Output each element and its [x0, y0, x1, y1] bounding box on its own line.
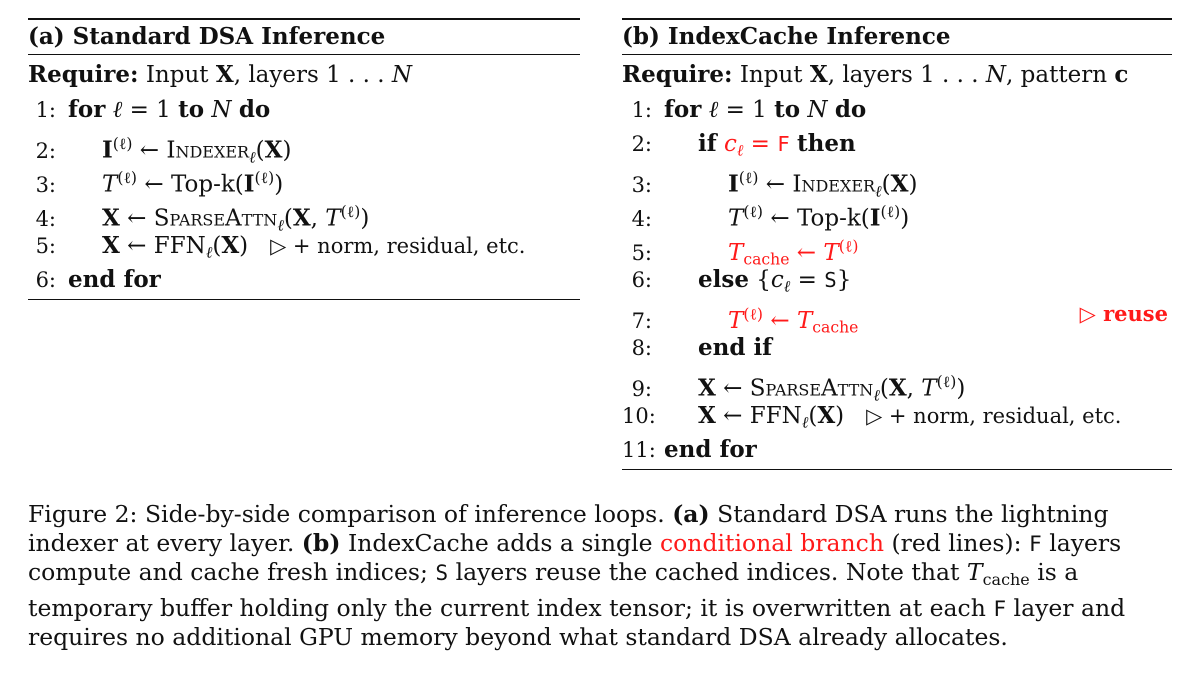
- algo-line: 1:for ℓ = 1 to N do: [631, 96, 867, 123]
- algo-line: 9:X ← SparseAttnℓ(X, T(ℓ)): [631, 372, 966, 405]
- panel-indexcache: (b) IndexCache Inference Require: Input …: [622, 18, 1172, 470]
- algorithm-body: Require: Input X, layers 1 . . . N, patt…: [622, 55, 1172, 467]
- algorithm-body: Require: Input X, layers 1 . . . N 1:for…: [28, 55, 580, 297]
- algo-line-red: 7:T(ℓ) ← Tcache ▷ reuse: [622, 297, 1172, 336]
- algo-line: 6:else {cℓ = S}: [631, 266, 852, 296]
- panel-standard-dsa: (a) Standard DSA Inference Require: Inpu…: [28, 18, 580, 300]
- algo-line: 2:if cℓ = F then: [631, 130, 856, 160]
- figure-caption: Figure 2: Side-by-side comparison of inf…: [28, 500, 1173, 652]
- algo-line: 3:T(ℓ) ← Top-k(I(ℓ)): [35, 168, 284, 198]
- algo-line: 3:I(ℓ) ← Indexerℓ(X): [631, 168, 918, 201]
- algo-line: 4:X ← SparseAttnℓ(X, T(ℓ)): [35, 202, 370, 235]
- algo-line: 11:end for: [622, 436, 757, 463]
- algo-line: 4:T(ℓ) ← Top-k(I(ℓ)): [631, 202, 910, 232]
- mid-rule: [622, 54, 1172, 55]
- mid-rule: [28, 54, 580, 55]
- panel-title: (a) Standard DSA Inference: [28, 23, 386, 50]
- algo-line-red: 5:Tcache ← T(ℓ): [631, 236, 859, 269]
- algo-line: 8:end if: [631, 334, 773, 361]
- algo-line: 2:I(ℓ) ← Indexerℓ(X): [35, 134, 292, 167]
- top-rule: [622, 18, 1172, 20]
- panel-title: (b) IndexCache Inference: [622, 23, 951, 50]
- algo-line: 6:end for: [35, 266, 161, 293]
- caption-line: compute and cache fresh indices; S layer…: [28, 558, 1079, 589]
- algo-line: 1:for ℓ = 1 to N do: [35, 96, 271, 123]
- caption-line: Figure 2: Side-by-side comparison of inf…: [28, 500, 1109, 528]
- caption-line: requires no additional GPU memory beyond…: [28, 622, 1008, 651]
- comment: ▷ + norm, residual, etc.: [866, 404, 1122, 428]
- algo-line: 5:X ← FFNℓ(X) ▷ + norm, residual, etc.: [35, 232, 526, 262]
- bottom-rule: [28, 299, 580, 300]
- top-rule: [28, 18, 580, 20]
- require-line: Require: Input X, layers 1 . . . N: [28, 61, 413, 88]
- bottom-rule: [622, 469, 1172, 470]
- algo-line: 10:X ← FFNℓ(X) ▷ + norm, residual, etc.: [622, 402, 1122, 432]
- require-line: Require: Input X, layers 1 . . . N, patt…: [622, 61, 1129, 88]
- caption-line: temporary buffer holding only the curren…: [28, 593, 1126, 622]
- comment: ▷ reuse: [1079, 301, 1168, 326]
- caption-line: indexer at every layer. (b) IndexCache a…: [28, 529, 1122, 557]
- red-phrase: conditional branch: [660, 529, 884, 557]
- comment: ▷ + norm, residual, etc.: [270, 234, 526, 258]
